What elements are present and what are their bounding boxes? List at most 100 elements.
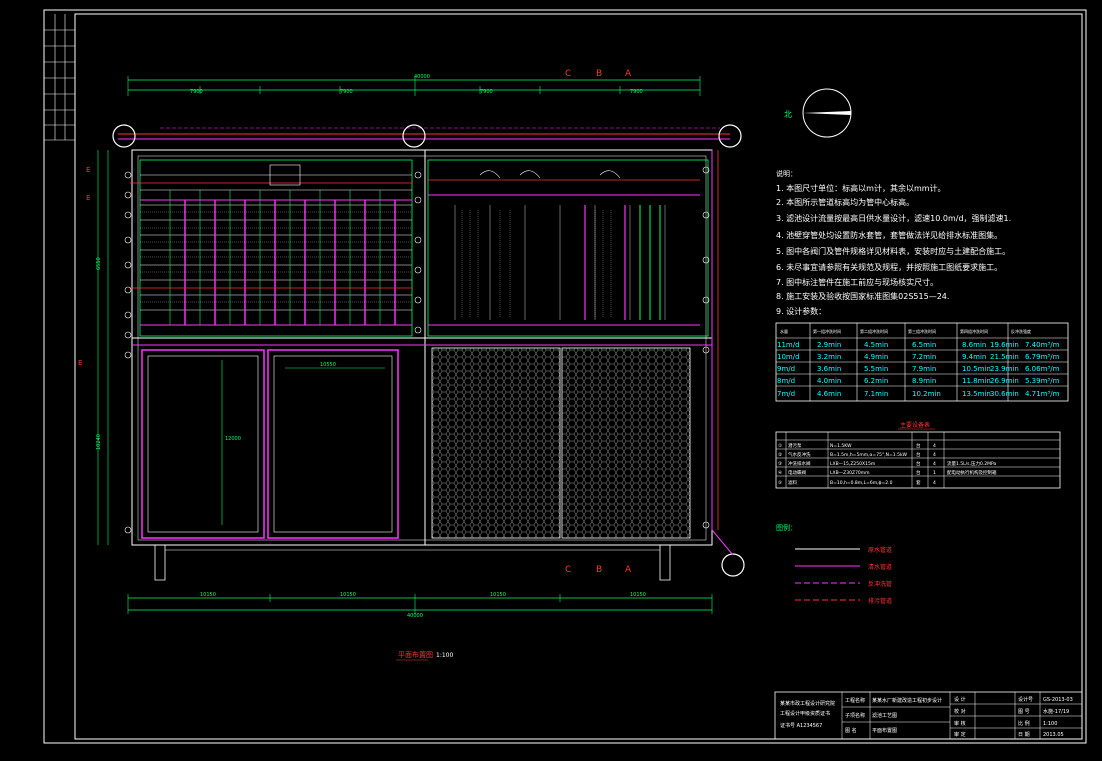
plan-title: 平面布置图: [398, 650, 433, 659]
param-r4-c2: 7.1min: [864, 390, 888, 398]
north-arrow: 北: [784, 88, 852, 138]
filter-grid-right: [427, 159, 709, 337]
equip-r0-unit: 台: [916, 442, 921, 449]
axis-mark-upper: E: [86, 166, 90, 174]
top-dim-3: 7900: [480, 89, 493, 95]
legend-item-3: 排污管道: [868, 597, 892, 605]
equip-r0-name: 潜污泵: [788, 442, 802, 449]
section-marker-c-top: C: [565, 69, 571, 79]
equipment-table: 主要设备表 ① 潜污泵 N=1.5KW 台 4 ② 气水反冲洗 B=1.5m,h…: [775, 421, 1061, 489]
param-r2-c5: 23.9min: [990, 365, 1019, 373]
axis-mark-lower: E: [78, 359, 82, 367]
left-dim-upper: 6550: [96, 257, 102, 270]
section-marker-a-bottom: A: [625, 565, 632, 575]
top-dim-1: 7900: [190, 89, 203, 95]
param-header-1: 第一组冲洗时间: [813, 328, 841, 334]
note-5: 5. 图中各阀门及管件规格详见材料表，安装时应与土建配合施工。: [776, 246, 1010, 256]
equip-r4-spec: B=10,h=0.8m,L=6m,ϕ=2.0: [830, 480, 893, 486]
param-r3-c1: 4.0min: [817, 377, 841, 385]
equip-r4-no: ⑤: [778, 480, 782, 486]
sub-label: 子项名称: [845, 712, 865, 719]
param-r0-c0: 11m/d: [777, 341, 800, 349]
param-header-4: 第四组冲洗时间: [960, 328, 988, 334]
equip-r2-spec: LXB—15,Z250X15m: [830, 461, 875, 467]
meta-value-1: 水施-17/19: [1043, 708, 1069, 715]
param-r1-c3: 7.2min: [912, 353, 936, 361]
equip-r1-spec: B=1.5m,h=5mm,α=75°,N=1.5kW: [830, 452, 908, 458]
note-7: 7. 图中标注管件在施工前应与现场核实尺寸。: [776, 277, 938, 287]
param-r0-c3: 6.5min: [912, 341, 936, 349]
equip-r4-qty: 4: [933, 480, 936, 486]
param-r4-c1: 4.6min: [817, 390, 841, 398]
role-check: 校 对: [954, 708, 966, 715]
binding-strip: [44, 14, 75, 141]
north-label: 北: [784, 110, 792, 119]
project-label: 工程名称: [845, 697, 865, 704]
param-r0-c2: 4.5min: [864, 341, 888, 349]
bottom-dim-3: 10150: [490, 592, 506, 598]
manholes: [112, 124, 745, 577]
company-cert: 工程设计甲级资质证书: [780, 710, 830, 717]
meta-value-3: 2013.05: [1043, 732, 1064, 738]
note-1: 1. 本图尺寸单位：标高以m计，其余以mm计。: [776, 183, 946, 193]
param-r4-c4: 13.5min: [962, 390, 991, 398]
param-r0-c1: 2.9min: [817, 341, 841, 349]
bottom-dim-1: 10150: [200, 592, 216, 598]
param-r0-c5: 19.6min: [990, 341, 1019, 349]
role-review: 审 核: [954, 720, 966, 727]
drawing-label: 图 名: [845, 727, 857, 734]
sub-name: 滤池工艺图: [872, 712, 897, 719]
project-name: 某某水厂新建改造工程初步设计: [872, 697, 942, 704]
parameter-table: 水量 第一组冲洗时间 第二组冲洗时间 第三组冲洗时间 第四组冲洗时间 反冲洗强度…: [775, 322, 1069, 402]
param-r3-c6: 5.39m³/m: [1025, 377, 1060, 385]
legend: 图例： 原水管道 清水管道 反冲洗管 排污管道: [776, 523, 892, 605]
outer-frame: [43, 9, 1087, 744]
note-4: 4. 池壁穿管处均设置防水套管，套管做法详见给排水标准图集。: [776, 230, 1002, 240]
legend-item-1: 清水管道: [868, 563, 892, 571]
tank-dim-horizontal: 10550: [320, 362, 336, 368]
param-r3-c5: 26.9min: [990, 377, 1019, 385]
param-r1-c2: 4.9min: [864, 353, 888, 361]
param-r2-c3: 7.9min: [912, 365, 936, 373]
param-r1-c0: 10m/d: [777, 353, 800, 361]
tank-dim-vertical: 12000: [225, 436, 241, 442]
param-header-5: 反冲洗强度: [1011, 328, 1031, 334]
media-bed-right: [561, 347, 691, 539]
equip-r0-no: ①: [778, 443, 782, 449]
total-width-dim-top: 40000: [414, 74, 430, 80]
axis-mark-mid: E: [86, 194, 90, 202]
meta-value-0: GS-2013-03: [1043, 697, 1073, 703]
bottom-dim-2: 10150: [340, 592, 356, 598]
param-r0-c4: 8.6min: [962, 341, 986, 349]
media-bed-left: [431, 347, 561, 539]
param-header-2: 第二组冲洗时间: [860, 328, 888, 334]
equip-r1-no: ②: [778, 452, 782, 458]
note-3: 3. 滤池设计流量按最高日供水量设计，滤速10.0m/d，强制滤速1.: [776, 213, 1011, 223]
left-valves: [124, 166, 710, 534]
section-marker-b-bottom: B: [596, 565, 602, 575]
meta-label-2: 比 例: [1018, 720, 1030, 727]
param-r0-c6: 7.40m³/m: [1025, 341, 1060, 349]
legend-item-2: 反冲洗管: [868, 580, 892, 588]
inner-frame: [74, 13, 1083, 740]
equip-r3-spec: LXB—Z30Z70mm: [830, 470, 870, 476]
top-dim-2: 7900: [340, 89, 353, 95]
equip-r1-unit: 台: [916, 451, 921, 458]
param-r2-c1: 3.6min: [817, 365, 841, 373]
plan-view: 40000 7900 7900 7900 7900 C B A C B A: [78, 69, 745, 661]
filter-grid-left: [130, 159, 413, 337]
equip-r2-note: 流量1.5L/s,压力0.2MPa: [947, 460, 997, 467]
plan-scale: 1:100: [436, 652, 453, 659]
note-9: 9. 设计参数：: [776, 306, 826, 316]
equip-r3-qty: 1: [933, 470, 936, 476]
equip-r2-no: ③: [778, 461, 782, 467]
param-r1-c4: 9.4min: [962, 353, 986, 361]
param-r3-c4: 11.8min: [962, 377, 991, 385]
param-r3-c2: 6.2min: [864, 377, 888, 385]
notes-title: 说明：: [776, 169, 797, 178]
meta-value-2: 1:100: [1043, 721, 1057, 727]
equip-r2-name: 冲洗排水阀: [788, 460, 811, 467]
param-r2-c6: 6.06m³/m: [1025, 365, 1060, 373]
note-8: 8. 施工安装及验收按国家标准图集02S515—24.: [776, 291, 949, 301]
